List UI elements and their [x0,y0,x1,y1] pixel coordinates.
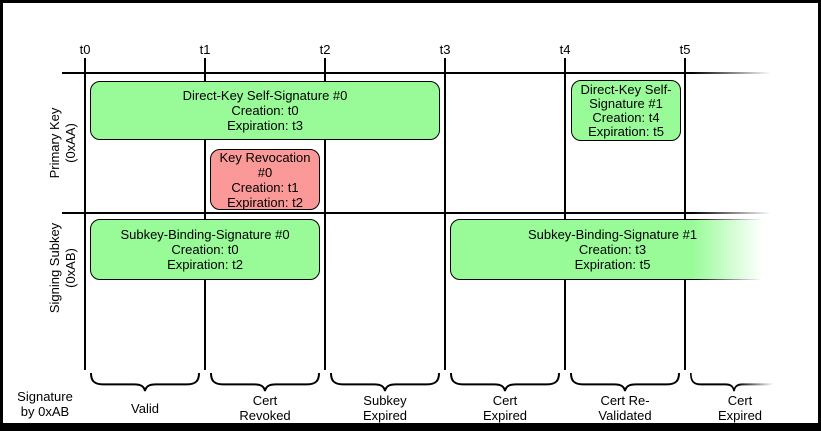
box-fade-out [692,216,780,284]
tick-label-t3: t3 [439,42,451,57]
box-expiration: Expiration: t5 [574,257,651,272]
gridline-t1 [204,58,206,370]
tick-label-t5: t5 [679,42,691,57]
segment-label-valid: Valid [131,400,159,416]
tick-label-t0: t0 [79,42,91,57]
segment-label-subkey-expired: Subkey Expired [362,393,408,423]
brace-cert-revoked [210,372,320,392]
box-creation: Creation: t1 [231,179,299,195]
box-subkey-binding-signature-0: Subkey-Binding-Signature #0 Creation: t0… [90,219,320,280]
box-expiration: Expiration: t2 [227,194,303,210]
segment-label-cert-revalidated: Cert Re- Validated [598,393,652,423]
box-creation: Creation: t0 [231,103,299,118]
primary-key-axis-line [62,72,778,74]
tick-label-t1: t1 [199,42,211,57]
signing-subkey-axis-line [62,212,778,214]
gridline-t3 [444,58,446,370]
brace-cert-expired-1 [450,372,560,392]
box-title: Key Revocation #0 [219,149,311,180]
box-key-revocation-0: Key Revocation #0 Creation: t1 Expiratio… [210,149,320,210]
box-title: Direct-Key Self-Signature #1 [580,81,672,111]
brace-valid [90,372,200,392]
box-title: Subkey-Binding-Signature #1 [527,227,698,242]
segment-label-cert-revoked: Cert Revoked [239,393,291,423]
brace-subkey-expired [330,372,440,392]
box-title: Direct-Key Self-Signature #0 [182,88,348,103]
brace-fade-out [738,370,782,394]
gridline-t4 [564,58,566,370]
box-expiration: Expiration: t3 [227,118,303,133]
tick-label-t2: t2 [319,42,331,57]
gridline-t5 [684,58,686,370]
tick-label-t4: t4 [559,42,571,57]
box-expiration: Expiration: t5 [588,123,664,139]
box-creation: Creation: t3 [578,242,647,257]
box-direct-key-self-signature-1: Direct-Key Self-Signature #1 Creation: t… [571,80,681,141]
segment-label-cert-expired-2: Cert Expired [717,393,763,423]
signature-by-0xab-label: Signature by 0xAB [17,389,73,419]
brace-cert-revalidated [570,372,680,392]
box-title: Subkey-Binding-Signature #0 [120,227,290,242]
segment-label-cert-expired-1: Cert Expired [482,393,528,423]
box-creation: Creation: t4 [592,109,660,125]
row-label-signing-subkey: Signing Subkey (0xAB) [47,222,78,314]
gridline-t2 [324,58,326,370]
box-creation: Creation: t0 [171,242,239,257]
box-direct-key-self-signature-0: Direct-Key Self-Signature #0 Creation: t… [90,81,440,140]
box-expiration: Expiration: t2 [167,257,243,272]
gridline-t0 [84,58,86,370]
